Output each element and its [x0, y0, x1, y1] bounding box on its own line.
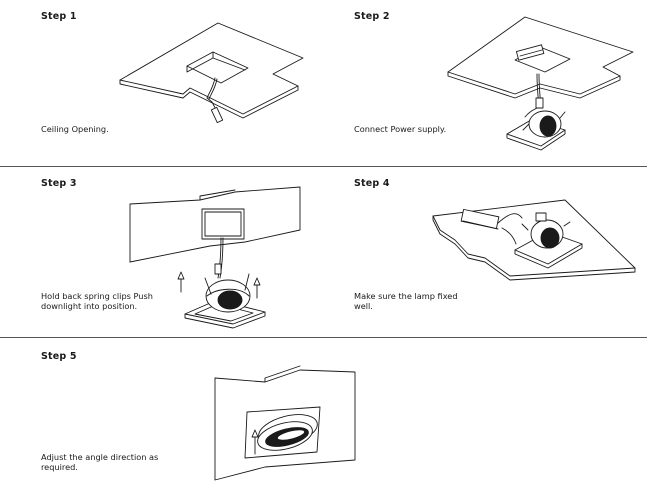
step-2-caption: Connect Power supply. — [354, 124, 447, 134]
step-1-caption: Ceiling Opening. — [41, 124, 109, 134]
divider-2 — [0, 337, 647, 338]
push-downlight-illustration — [129, 186, 301, 329]
lamp-fixed-illustration — [432, 199, 636, 281]
step-5-caption: Adjust the angle direction as required. — [41, 452, 159, 472]
adjust-angle-illustration — [214, 365, 356, 481]
step-3-caption: Hold back spring clips Push downlight in… — [41, 291, 153, 311]
step-4-caption: Make sure the lamp fixed well. — [354, 291, 458, 311]
step-2-title: Step 2 — [354, 11, 390, 22]
step-1-title: Step 1 — [41, 11, 77, 22]
divider-1 — [0, 166, 647, 167]
connect-power-illustration — [447, 16, 634, 151]
step-4-title: Step 4 — [354, 178, 390, 189]
ceiling-opening-illustration — [119, 22, 304, 124]
step-3-title: Step 3 — [41, 178, 77, 189]
step-5-title: Step 5 — [41, 351, 77, 362]
